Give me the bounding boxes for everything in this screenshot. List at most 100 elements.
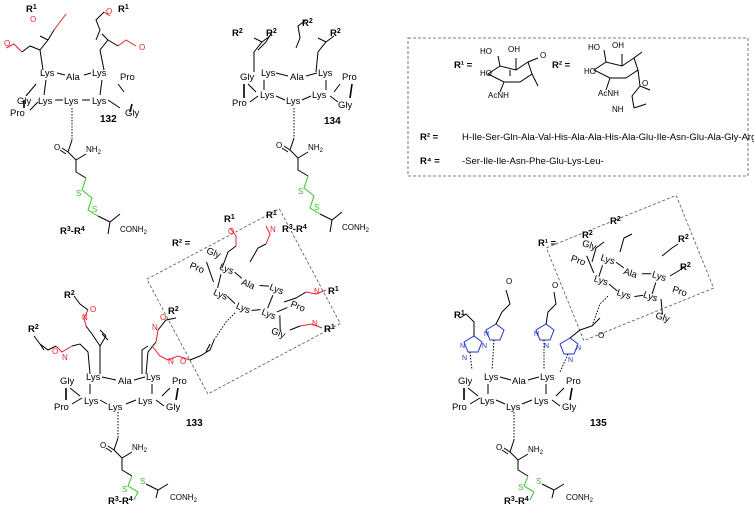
structure-label: S bbox=[518, 483, 523, 492]
structure-label: Lys bbox=[108, 402, 123, 413]
structure-label: Lys bbox=[268, 282, 286, 298]
structure-label: AcNH bbox=[488, 91, 509, 100]
structure-label: NH2 bbox=[86, 145, 102, 156]
sugar-r1-icon bbox=[487, 55, 539, 93]
structure-label: O bbox=[496, 443, 502, 452]
structure-label: O bbox=[228, 227, 234, 236]
structure-label: Lys bbox=[484, 372, 499, 383]
structure-label: Gly bbox=[205, 246, 223, 262]
structure-label: Lys bbox=[312, 90, 327, 101]
r2-label-134b: R2 bbox=[330, 28, 341, 39]
structure-label: HO bbox=[480, 47, 492, 56]
structure-label: NH2 bbox=[528, 445, 544, 456]
structure-label: NH2 bbox=[132, 443, 148, 454]
structure-label: Lys bbox=[38, 96, 53, 107]
structure-label: Lys bbox=[86, 372, 101, 383]
structure-label: Gly bbox=[458, 376, 473, 387]
structure-label: HO bbox=[584, 67, 596, 76]
structure-label: N bbox=[576, 345, 581, 352]
structure-label: Lys bbox=[592, 273, 609, 288]
structure-label: Gly bbox=[166, 402, 181, 413]
structure-label: S bbox=[122, 485, 127, 494]
structure-label: O bbox=[598, 331, 604, 340]
label-135: 135 bbox=[590, 418, 607, 429]
r1-label-133d: R1 bbox=[324, 324, 335, 335]
label-133: 133 bbox=[186, 418, 203, 429]
structure-label: Lys bbox=[599, 253, 616, 268]
compound-132: R1 R1 O O O O Lys Ala Lys Gly Pro Pro Gl… bbox=[4, 4, 148, 237]
oxime-o-132c: O bbox=[30, 15, 36, 24]
structure-label: Gly bbox=[581, 238, 598, 253]
structure-label: S bbox=[298, 187, 303, 196]
structure-label: CONH2 bbox=[170, 493, 198, 504]
legend-r2-seq-label: R² = bbox=[420, 132, 439, 143]
structure-label: Pro bbox=[569, 253, 586, 268]
structure-label: AcNH bbox=[598, 89, 619, 98]
structure-label: Ala bbox=[66, 72, 80, 83]
structure-label: N bbox=[482, 343, 487, 350]
structure-label: Lys bbox=[650, 269, 667, 284]
structure-label: O bbox=[160, 313, 166, 322]
structure-label: S bbox=[76, 189, 81, 198]
legend-r4-seq-label: R⁴ = bbox=[420, 156, 440, 167]
triazole-rings bbox=[463, 323, 579, 355]
structure-label: Pro bbox=[342, 72, 357, 83]
r2-label-133b: R2 bbox=[64, 290, 75, 301]
structure-label: Lys bbox=[146, 372, 161, 383]
r1-label-132b: R1 bbox=[118, 4, 129, 15]
structure-label: Gly bbox=[240, 72, 255, 83]
r1-label-135a: R1 bbox=[454, 310, 465, 321]
legend-r2-eq: R² = bbox=[552, 60, 571, 71]
structure-label: Lys bbox=[615, 287, 632, 302]
structure-label: N bbox=[312, 319, 318, 328]
structure-label: Pro bbox=[232, 98, 247, 109]
compound-133: R² = Lys Ala Lys Gly Pro Lys Lys Lys Pro… bbox=[28, 208, 341, 507]
structure-label: S bbox=[140, 477, 145, 486]
structure-label: O bbox=[506, 277, 512, 286]
r1-label-133a: R1 bbox=[224, 214, 235, 225]
structure-label: Lys bbox=[540, 372, 555, 383]
structure-label: Gly bbox=[269, 326, 287, 342]
legend-r1-eq: R¹ = bbox=[454, 60, 473, 71]
structure-label: O bbox=[100, 441, 106, 450]
structure-label: Lys bbox=[260, 307, 278, 323]
structure-label: Gly bbox=[654, 310, 671, 325]
structure-label: N bbox=[168, 357, 174, 366]
label-134: 134 bbox=[324, 116, 341, 127]
r1-label-133c: R1 bbox=[328, 286, 339, 297]
structure-label: Gly bbox=[562, 402, 577, 413]
structure-label: S bbox=[314, 203, 319, 212]
structure-label: Ala bbox=[239, 277, 257, 293]
structure-label: OH bbox=[612, 41, 624, 50]
inset-r1-eq-135: R¹ = bbox=[538, 238, 557, 249]
legend-r4-sequence: -Ser-Ile-Ile-Asn-Phe-Glu-Lys-Leu- bbox=[462, 156, 604, 167]
structure-label: S bbox=[92, 205, 97, 214]
structure-label: CONH2 bbox=[566, 493, 594, 504]
r3-r4-135: R3-R4 bbox=[504, 496, 529, 507]
structure-label: Pro bbox=[172, 376, 187, 387]
sugar-r2-icon bbox=[593, 49, 651, 109]
r2-label-134d: R2 bbox=[302, 18, 313, 29]
compound-134: R2 R2 R2 R2 Lys Ala Lys Gly Pro Pro Gly … bbox=[232, 18, 370, 235]
structure-label: N bbox=[534, 331, 539, 338]
r2-label-133c: R2 bbox=[168, 306, 179, 317]
structure-label: Lys bbox=[480, 396, 495, 407]
structure-label: N bbox=[568, 357, 573, 364]
structure-label: N bbox=[314, 287, 320, 296]
r3-r4-132: R3-R4 bbox=[60, 226, 85, 237]
structure-label: Pro bbox=[188, 260, 206, 276]
structure-label: Lys bbox=[234, 301, 252, 317]
r1-label-132a: R1 bbox=[26, 4, 37, 15]
r2-label-135a: R2 bbox=[582, 230, 593, 241]
structure-label: N bbox=[460, 343, 465, 350]
structure-label: Ala bbox=[512, 376, 526, 387]
structure-label: Lys bbox=[138, 396, 153, 407]
structure-label: OH bbox=[508, 45, 520, 54]
structure-label: N bbox=[544, 343, 549, 350]
structure-label: Gly bbox=[125, 108, 140, 119]
structure-label: O bbox=[90, 305, 96, 314]
structure-label: O bbox=[642, 79, 648, 88]
structure-label: O bbox=[276, 141, 282, 150]
structure-label: Pro bbox=[54, 402, 69, 413]
structure-label: O bbox=[180, 357, 186, 366]
